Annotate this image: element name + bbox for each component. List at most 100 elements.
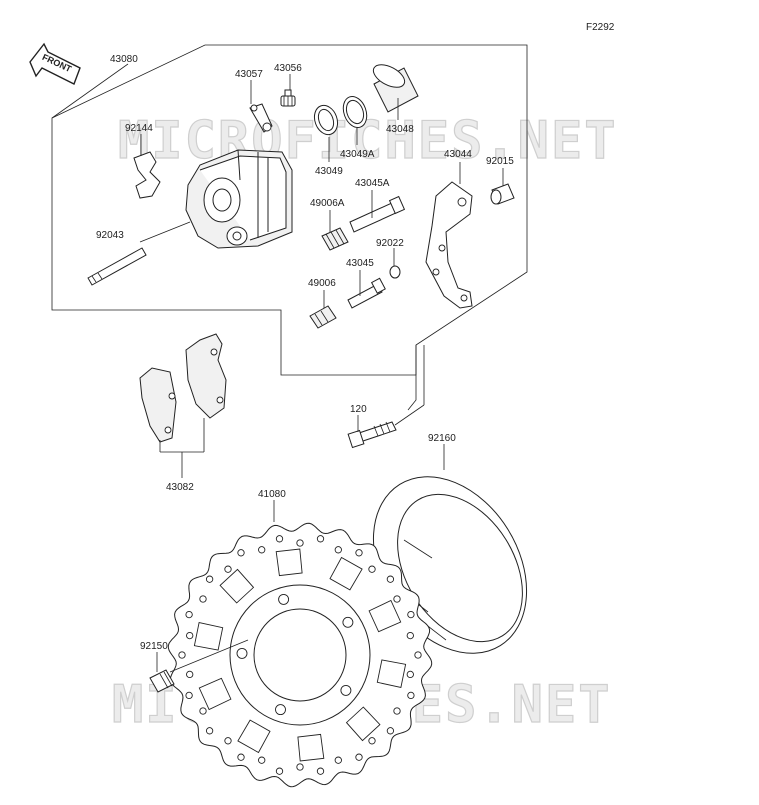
part-label-43049A[interactable]: 43049A — [340, 149, 375, 160]
disc-window — [368, 599, 402, 633]
watermark-top: MICROFICHES.NET — [118, 111, 618, 171]
disc-window — [329, 556, 363, 591]
disc-window — [237, 719, 271, 754]
disc-drill-hole — [334, 546, 342, 554]
part-label-92022[interactable]: 92022 — [376, 238, 404, 249]
part-label-92015[interactable]: 92015 — [486, 156, 514, 167]
disc-bolt — [149, 669, 175, 693]
disc-drill-hole — [355, 753, 363, 761]
disc-drill-hole — [275, 767, 284, 775]
disc-drill-hole — [178, 651, 186, 659]
disc-drill-hole — [237, 549, 245, 557]
part-label-49006A[interactable]: 49006A — [310, 198, 345, 209]
brake-pad-outer — [139, 367, 177, 443]
disc-drill-hole — [199, 707, 207, 715]
disc-window — [297, 733, 325, 762]
disc-drill-hole — [186, 670, 194, 679]
disc-bolt-hole — [275, 704, 286, 716]
disc-window — [275, 548, 303, 577]
pad-spring — [133, 151, 161, 199]
caliper-body — [185, 149, 293, 249]
part-label-43045[interactable]: 43045 — [346, 258, 374, 269]
part-label-92150[interactable]: 92150 — [140, 641, 168, 652]
part-label-120[interactable]: 120 — [350, 404, 367, 415]
bleeder-cap — [249, 103, 273, 133]
leader-lines — [51, 63, 504, 673]
disc-window — [219, 568, 255, 604]
figure-code: F2292 — [586, 22, 615, 33]
front-arrow-icon: FRONT — [29, 42, 81, 85]
part-label-43056[interactable]: 43056 — [274, 63, 302, 74]
circlip — [389, 265, 401, 279]
disc-drill-hole — [386, 727, 395, 735]
part-label-43082[interactable]: 43082 — [166, 482, 194, 493]
disc-drill-hole — [316, 767, 325, 775]
disc-drill-hole — [393, 595, 401, 603]
disc-bolt-hole — [278, 593, 290, 605]
disc-drill-hole — [334, 756, 342, 764]
bracket-group-outline — [407, 345, 417, 411]
part-label-43044[interactable]: 43044 — [444, 149, 472, 160]
part-label-41080[interactable]: 41080 — [258, 489, 286, 500]
disc-drill-hole — [296, 763, 304, 771]
sleeve-lower — [347, 277, 386, 309]
disc-drill-hole — [185, 610, 193, 619]
disc-bolt-hole — [236, 647, 248, 659]
disc-drill-hole — [406, 631, 414, 640]
disc-drill-hole — [355, 549, 363, 557]
part-label-92043[interactable]: 92043 — [96, 230, 124, 241]
sleeve-upper — [349, 195, 406, 233]
dust-seal — [342, 96, 368, 128]
bleeder-screw — [280, 89, 296, 107]
pad-pin — [87, 247, 147, 286]
part-label-43048[interactable]: 43048 — [386, 124, 414, 135]
disc-drill-hole — [224, 737, 232, 745]
part-label-49006[interactable]: 49006 — [308, 278, 336, 289]
disc-drill-hole — [199, 595, 207, 603]
disc-drill-hole — [316, 535, 325, 543]
piston-seal — [313, 104, 339, 136]
disc-drill-hole — [186, 631, 194, 640]
disc-drill-hole — [258, 546, 266, 554]
disc-drill-hole — [205, 727, 214, 735]
caliper-bracket — [425, 181, 473, 309]
disc-window — [376, 659, 407, 689]
disc-drill-hole — [224, 565, 232, 573]
disc-drill-hole — [406, 670, 414, 679]
brake-disc — [167, 522, 433, 788]
disc-drill-hole — [237, 753, 245, 761]
part-label-92144[interactable]: 92144 — [125, 123, 153, 134]
disc-bolt-hole — [342, 616, 354, 628]
part-label-43045A[interactable]: 43045A — [355, 178, 390, 189]
disc-window — [198, 677, 232, 711]
disc-drill-hole — [368, 737, 376, 745]
disc-drill-hole — [205, 575, 214, 583]
part-label-43080[interactable]: 43080 — [110, 54, 138, 65]
mounting-bolt — [347, 421, 397, 449]
disc-drill-hole — [407, 691, 415, 700]
disc-drill-hole — [393, 707, 401, 715]
part-label-43049[interactable]: 43049 — [315, 166, 343, 177]
disc-drill-hole — [296, 539, 304, 547]
disc-drill-hole — [368, 565, 376, 573]
disc-bolt-hole — [340, 684, 352, 696]
part-label-43057[interactable]: 43057 — [235, 69, 263, 80]
bracket-collar — [490, 183, 515, 205]
disc-drill-hole — [386, 575, 395, 583]
disc-drill-hole — [407, 610, 415, 619]
boot-upper — [321, 227, 349, 251]
disc-drill-hole — [414, 651, 422, 659]
bolt-120-connector — [394, 404, 425, 426]
boot-lower — [309, 305, 337, 329]
disc-drill-hole — [185, 691, 193, 700]
disc-window — [193, 621, 224, 651]
part-label-92160[interactable]: 92160 — [428, 433, 456, 444]
disc-window — [345, 706, 381, 742]
piston — [372, 64, 419, 113]
brake-pad-inner — [185, 333, 227, 419]
disc-drill-hole — [258, 756, 266, 764]
disc-drill-hole — [275, 535, 284, 543]
part-labels: 43080 43057 43056 92144 43048 43049A 430… — [96, 54, 514, 652]
